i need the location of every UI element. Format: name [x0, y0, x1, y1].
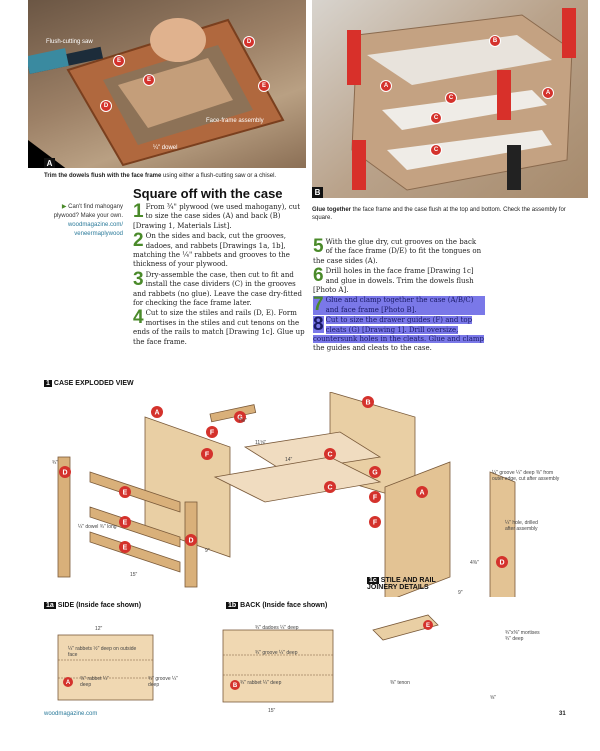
note-mortise: ¾"x⅜" mortises ¾" deep — [505, 630, 540, 642]
badge-d: D — [243, 36, 255, 48]
note-7-18: 7⅛" — [238, 418, 247, 424]
article-heading: Square off with the case — [133, 186, 283, 201]
photo-b-caption: Glue together the face frame and the cas… — [312, 207, 566, 221]
badge-c: C — [430, 112, 442, 124]
svg-text:F: F — [373, 520, 378, 527]
note-dowel: ¼" dowel ¾" long — [78, 524, 117, 530]
svg-text:E: E — [123, 490, 128, 497]
exploded-view-drawing: A B C C A D D E E E F F G G F F D — [57, 392, 516, 597]
note-15-back: 15" — [268, 708, 276, 714]
badge-e: E — [113, 55, 125, 67]
note-58: ⅝" — [490, 695, 496, 701]
photo-tag-a: A — [44, 158, 55, 168]
badge-b: B — [489, 35, 501, 47]
footer-site[interactable]: woodmagazine.com — [44, 711, 98, 717]
note-groove-back: ¾" groove ¼" deep — [255, 650, 298, 656]
note-15: 15" — [130, 572, 138, 578]
note-3-4: ¾" — [52, 460, 58, 466]
label-assembly: Face-frame assembly — [206, 118, 264, 124]
note-11-58: 11⅝" — [255, 440, 267, 446]
svg-text:D: D — [62, 470, 67, 477]
svg-text:F: F — [373, 495, 378, 502]
svg-text:C: C — [327, 452, 332, 459]
note-groove: ¼" groove ¼" deep ⅜" from outer edge, cu… — [492, 470, 560, 482]
sidebar-link[interactable]: woodmagazine.com/ — [67, 222, 123, 228]
svg-text:E: E — [123, 520, 128, 527]
back-panel-drawing: B — [222, 629, 334, 703]
badge-d: D — [100, 100, 112, 112]
note-14: 14" — [285, 457, 293, 463]
joinery-drawing: E — [372, 614, 439, 641]
svg-text:E: E — [123, 545, 128, 552]
svg-text:D: D — [499, 560, 504, 567]
note-dadoes: ¾" dadoes ¼" deep — [255, 625, 299, 631]
svg-text:A: A — [154, 410, 159, 417]
badge-a: A — [380, 80, 392, 92]
note-groove-side: ¾" groove ¼" deep — [148, 676, 178, 688]
photo-a: D E E D E Flush-cutting saw Face-frame a… — [28, 0, 306, 168]
svg-text:A: A — [419, 490, 424, 497]
badge-e: E — [143, 74, 155, 86]
svg-text:E: E — [426, 623, 430, 629]
label-saw: Flush-cutting saw — [46, 39, 93, 45]
page-number: 31 — [559, 711, 566, 717]
note-rabbet: ⅜" rabbet ¼" deep — [80, 676, 109, 688]
badge-a: A — [542, 87, 554, 99]
svg-text:G: G — [237, 415, 243, 422]
badge-c: C — [445, 92, 457, 104]
sidebar-link-2[interactable]: veneermaplywood — [74, 231, 123, 237]
photo-tag-b: B — [312, 187, 323, 198]
sidebar-note: ▶ Can't find mahogany plywood? Make your… — [53, 204, 123, 237]
note-tenon: ⅜" tenon — [390, 680, 410, 686]
note-rabbets: ¼" rabbets ½" deep on outside face — [68, 646, 137, 658]
note-9b: 9" — [458, 590, 463, 596]
photo-b-illustration — [347, 8, 576, 191]
note-9: 9" — [205, 548, 210, 554]
note-hole: ¼" hole, drilled after assembly — [505, 520, 538, 532]
svg-text:B: B — [365, 400, 370, 407]
side-panel-drawing: A — [57, 634, 154, 701]
label-dowel: ¼" dowel — [153, 145, 178, 151]
photo-a-caption: Trim the dowels flush with the face fram… — [44, 173, 277, 179]
svg-text:G: G — [372, 470, 378, 477]
photo-b: B A A C C C B — [312, 0, 588, 198]
svg-text:F: F — [205, 452, 210, 459]
badge-e: E — [258, 80, 270, 92]
svg-text:C: C — [327, 485, 332, 492]
svg-text:B: B — [233, 683, 238, 689]
note-4-38: 4⅜" — [470, 560, 479, 566]
svg-text:F: F — [210, 430, 215, 437]
note-12: 12" — [95, 626, 103, 632]
note-rabbet-back: ¾" rabbet ¼" deep — [240, 680, 282, 686]
svg-text:A: A — [66, 680, 71, 686]
svg-text:D: D — [188, 538, 193, 545]
badge-c: C — [430, 144, 442, 156]
